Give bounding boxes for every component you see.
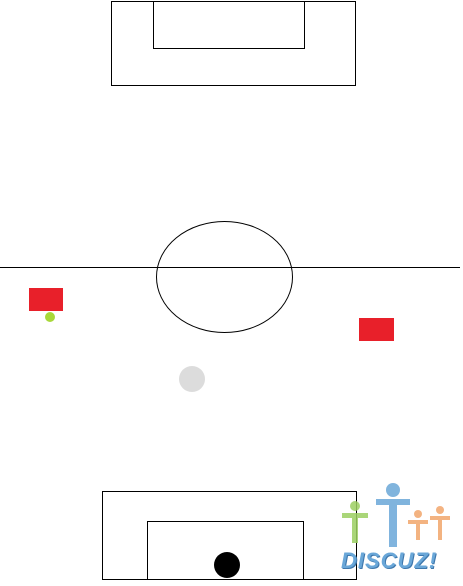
discuz-logo-text: DISCUZ! bbox=[341, 548, 438, 573]
orange-figure-small-icon bbox=[430, 506, 450, 540]
top-goal-area bbox=[153, 1, 305, 49]
grey-ball[interactable] bbox=[179, 366, 205, 392]
green-figure-icon bbox=[342, 501, 368, 543]
orange-figure-icon bbox=[408, 510, 428, 540]
black-ball[interactable] bbox=[214, 552, 240, 578]
bottom-goal-area bbox=[147, 521, 304, 580]
player-right[interactable] bbox=[359, 318, 394, 341]
top-penalty-area bbox=[111, 1, 356, 86]
blue-figure-icon bbox=[376, 483, 410, 547]
player-left[interactable] bbox=[29, 288, 63, 311]
small-green-ball[interactable] bbox=[45, 312, 55, 322]
center-circle bbox=[156, 221, 293, 333]
discuz-logo-figures bbox=[342, 483, 450, 547]
